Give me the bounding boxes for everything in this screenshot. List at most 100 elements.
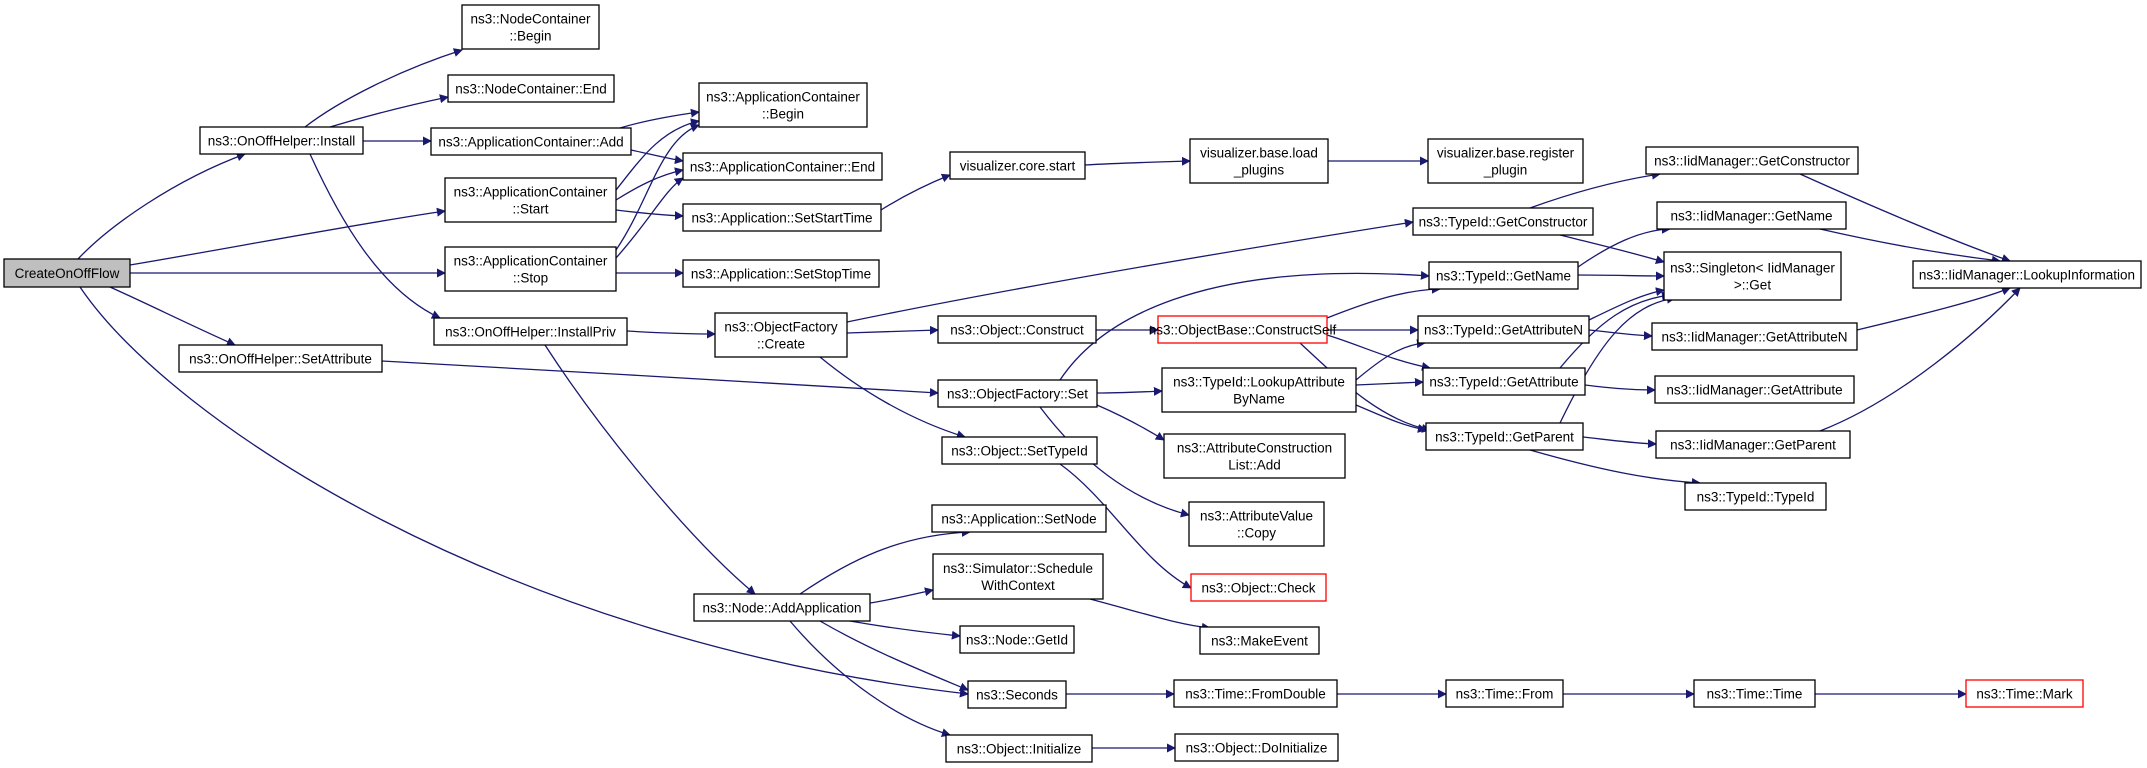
node-label: ns3::AttributeConstruction	[1177, 441, 1332, 456]
node-objdoinit[interactable]: ns3::Object::DoInitialize	[1174, 733, 1339, 762]
edge-acadd-to-acend	[630, 149, 684, 165]
node-acstart[interactable]: ns3::ApplicationContainer::Start	[444, 177, 617, 223]
node-vizreg[interactable]: visualizer.base.register_plugin	[1427, 138, 1584, 184]
edge-ofset-to-tidlookup	[1096, 386, 1163, 396]
node-iidgetattr[interactable]: ns3::IidManager::GetAttribute	[1654, 375, 1855, 404]
node-box	[693, 593, 871, 622]
node-objsettypeid[interactable]: ns3::Object::SetTypeId	[941, 436, 1098, 465]
node-objcheck[interactable]: ns3::Object::Check	[1190, 573, 1327, 602]
node-label: ns3::Seconds	[976, 688, 1058, 703]
node-label: ns3::TypeId::GetAttributeN	[1424, 323, 1583, 338]
node-box	[3, 258, 131, 288]
edge-tidgetname-to-iidgetname	[1577, 224, 1671, 268]
node-vizstart[interactable]: visualizer.core.start	[949, 151, 1086, 180]
node-create[interactable]: CreateOnOffFlow	[3, 258, 131, 288]
node-acend[interactable]: ns3::ApplicationContainer::End	[682, 152, 883, 181]
edge-acadd-to-acbegin	[619, 108, 700, 129]
node-appsetstop[interactable]: ns3::Application::SetStopTime	[682, 259, 880, 288]
edge-tidgetname-to-singletonget	[1577, 271, 1665, 281]
node-iidgetparent[interactable]: ns3::IidManager::GetParent	[1655, 430, 1851, 459]
node-acadd[interactable]: ns3::ApplicationContainer::Add	[430, 127, 632, 156]
node-label: ns3::ObjectBase::ConstructSelf	[1149, 323, 1337, 338]
node-box	[199, 126, 364, 155]
edge-nodeaddapp-to-seconds	[819, 620, 969, 692]
node-setattr[interactable]: ns3::OnOffHelper::SetAttribute	[178, 344, 383, 373]
node-install[interactable]: ns3::OnOffHelper::Install	[199, 126, 364, 155]
node-acbegin[interactable]: ns3::ApplicationContainer::Begin	[698, 82, 868, 128]
node-label: CreateOnOffFlow	[15, 266, 120, 281]
node-tidgetattrn[interactable]: ns3::TypeId::GetAttributeN	[1417, 315, 1590, 344]
node-box	[1161, 367, 1357, 413]
node-box	[1654, 375, 1855, 404]
node-box	[1422, 367, 1586, 396]
node-ncbegin[interactable]: ns3::NodeContainer::Begin	[461, 4, 600, 50]
edge-tidgetparent-to-iidgetparent	[1582, 436, 1657, 449]
node-label: ns3::OnOffHelper::InstallPriv	[445, 325, 616, 340]
node-iidgetname[interactable]: ns3::IidManager::GetName	[1656, 201, 1847, 230]
node-timefrom[interactable]: ns3::Time::From	[1445, 679, 1564, 708]
node-tidgetattr[interactable]: ns3::TypeId::GetAttribute	[1422, 367, 1586, 396]
node-label: visualizer.base.load	[1200, 146, 1318, 161]
node-iidlookup[interactable]: ns3::IidManager::LookupInformation	[1912, 260, 2142, 289]
node-obconstructself[interactable]: ns3::ObjectBase::ConstructSelf	[1149, 315, 1337, 344]
node-box	[937, 379, 1098, 408]
edge-installpriv-to-nodeaddapp	[544, 344, 756, 595]
node-installpriv[interactable]: ns3::OnOffHelper::InstallPriv	[433, 317, 628, 346]
node-box	[1656, 201, 1847, 230]
node-ofcreate[interactable]: ns3::ObjectFactory::Create	[714, 312, 848, 358]
node-objinit[interactable]: ns3::Object::Initialize	[945, 734, 1093, 763]
node-box	[444, 177, 617, 223]
node-fromdouble[interactable]: ns3::Time::FromDouble	[1173, 679, 1338, 708]
node-objconstruct[interactable]: ns3::Object::Construct	[937, 315, 1097, 344]
node-label: ns3::ApplicationContainer::End	[690, 160, 875, 175]
node-ofset[interactable]: ns3::ObjectFactory::Set	[937, 379, 1098, 408]
edge-install-to-ncend	[329, 94, 449, 128]
node-label: ns3::IidManager::GetAttributeN	[1661, 330, 1847, 345]
edge-tidgetctor-to-iidgetctor	[1529, 170, 1661, 209]
edge-setattr-to-ofset	[381, 360, 939, 398]
node-tidgetparent[interactable]: ns3::TypeId::GetParent	[1425, 422, 1584, 451]
edge-ofset-to-avcopy	[1039, 406, 1190, 518]
node-box	[1417, 315, 1590, 344]
node-iidgetctor[interactable]: ns3::IidManager::GetConstructor	[1645, 146, 1859, 175]
node-label: ns3::ApplicationContainer::Add	[438, 135, 623, 150]
node-vizload[interactable]: visualizer.base.load_plugins	[1189, 138, 1329, 184]
node-makeevent[interactable]: ns3::MakeEvent	[1199, 626, 1320, 655]
node-timetime[interactable]: ns3::Time::Time	[1693, 679, 1816, 708]
node-appsetstart[interactable]: ns3::Application::SetStartTime	[682, 203, 882, 232]
node-tidgetctor[interactable]: ns3::TypeId::GetConstructor	[1412, 207, 1594, 236]
node-seconds[interactable]: ns3::Seconds	[967, 680, 1067, 709]
edge-acstart-to-acend	[615, 167, 684, 201]
node-ncend[interactable]: ns3::NodeContainer::End	[447, 74, 615, 103]
node-label: ns3::Object::Construct	[950, 323, 1084, 338]
edge-acstop-to-acbegin	[615, 123, 700, 251]
node-box	[945, 734, 1093, 763]
node-tidgetname[interactable]: ns3::TypeId::GetName	[1428, 261, 1579, 290]
node-box	[1163, 433, 1346, 479]
edge-ofcreate-to-tidgetctor	[846, 218, 1414, 323]
node-label: ::Start	[512, 202, 548, 217]
node-label: visualizer.core.start	[960, 159, 1076, 174]
node-nodegetid[interactable]: ns3::Node::GetId	[959, 625, 1075, 654]
node-label: ns3::Node::AddApplication	[702, 601, 861, 616]
node-label: ::Stop	[513, 271, 548, 286]
node-nodeaddapp[interactable]: ns3::Node::AddApplication	[693, 593, 871, 622]
node-acstop[interactable]: ns3::ApplicationContainer::Stop	[444, 246, 617, 292]
node-label: ns3::Application::SetNode	[941, 512, 1096, 527]
node-tidtypeid[interactable]: ns3::TypeId::TypeId	[1684, 482, 1827, 511]
node-box	[1684, 482, 1827, 511]
edge-nodeaddapp-to-objinit	[789, 620, 951, 737]
node-singletonget[interactable]: ns3::Singleton< IidManager >::Get	[1663, 251, 1842, 301]
node-avcopy[interactable]: ns3::AttributeValue::Copy	[1188, 501, 1325, 547]
node-label: ns3::ApplicationContainer	[454, 185, 608, 200]
node-iidgetattrn[interactable]: ns3::IidManager::GetAttributeN	[1651, 322, 1858, 351]
node-timemark[interactable]: ns3::Time::Mark	[1965, 679, 2084, 708]
edge-obconstructself-to-tidgetname	[1326, 284, 1441, 319]
edge-iidgetctor-to-iidlookup	[1799, 173, 2011, 263]
node-label: ns3::TypeId::GetName	[1436, 269, 1571, 284]
node-appsetnode[interactable]: ns3::Application::SetNode	[931, 504, 1107, 533]
node-label: ByName	[1233, 392, 1285, 407]
